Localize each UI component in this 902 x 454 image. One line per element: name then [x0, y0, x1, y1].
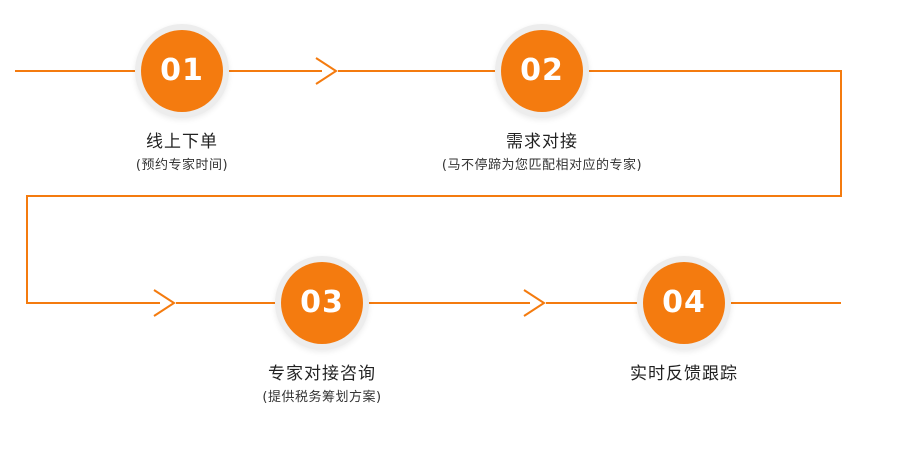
- step-01-number: 01: [160, 53, 204, 88]
- arrow-chevron-icon: [523, 289, 546, 317]
- step-01-title: 线上下单: [146, 132, 218, 152]
- step-03-circle: 03: [281, 262, 363, 344]
- step-01-subtitle: (预约专家时间): [135, 158, 229, 173]
- step-04-title: 实时反馈跟踪: [630, 364, 738, 384]
- arrow-chevron-icon: [153, 289, 176, 317]
- step-04-circle: 04: [643, 262, 725, 344]
- step-02-number: 02: [520, 53, 564, 88]
- step-02-circle: 02: [501, 30, 583, 112]
- step-02-subtitle: (马不停蹄为您匹配相对应的专家): [441, 158, 643, 173]
- step-02-title: 需求对接: [506, 132, 578, 152]
- connector-line-02-03: [26, 70, 842, 304]
- step-04-number: 04: [662, 285, 706, 320]
- step-03-title: 专家对接咨询: [268, 364, 376, 384]
- step-01-circle: 01: [141, 30, 223, 112]
- step-03-number: 03: [300, 285, 344, 320]
- arrow-chevron-icon: [315, 57, 338, 85]
- step-03-subtitle: (提供税务筹划方案): [262, 390, 382, 405]
